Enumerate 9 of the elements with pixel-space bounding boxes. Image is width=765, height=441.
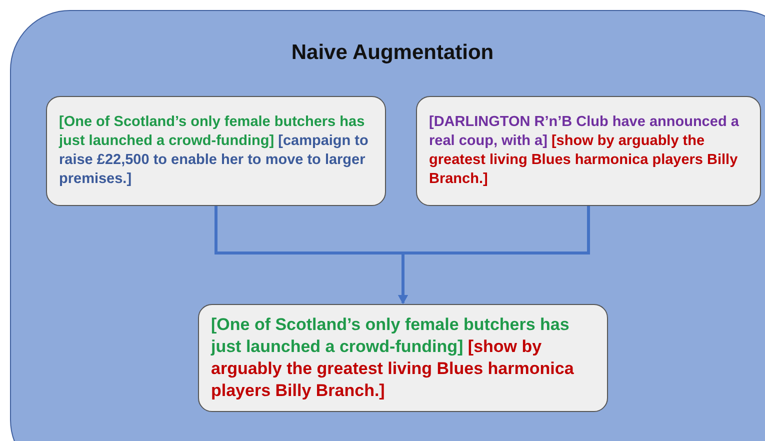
quote-text: [DARLINGTON R’n’B Club have announced a real coup, with a] [show by arguably the greatest living Blues harmonica players Billy Branch.] — [429, 113, 740, 189]
text-box — [198, 304, 608, 412]
connector-arrow — [398, 206, 590, 304]
quote-text: [One of Scotland’s only female butchers has just launched a crowd-funding] [campaign to raise £22,500 to enable her to move to larger premises.] — [59, 113, 370, 189]
panel-title: Naive Augmentation — [290, 41, 495, 65]
quote-text: [One of Scotland’s only female butchers has just launched a crowd-funding] [show by arguably the greatest living Blues harmonica players Billy Branch.] — [211, 314, 575, 402]
panel-background — [10, 10, 765, 441]
text-box — [46, 96, 386, 206]
text-box — [416, 96, 761, 206]
